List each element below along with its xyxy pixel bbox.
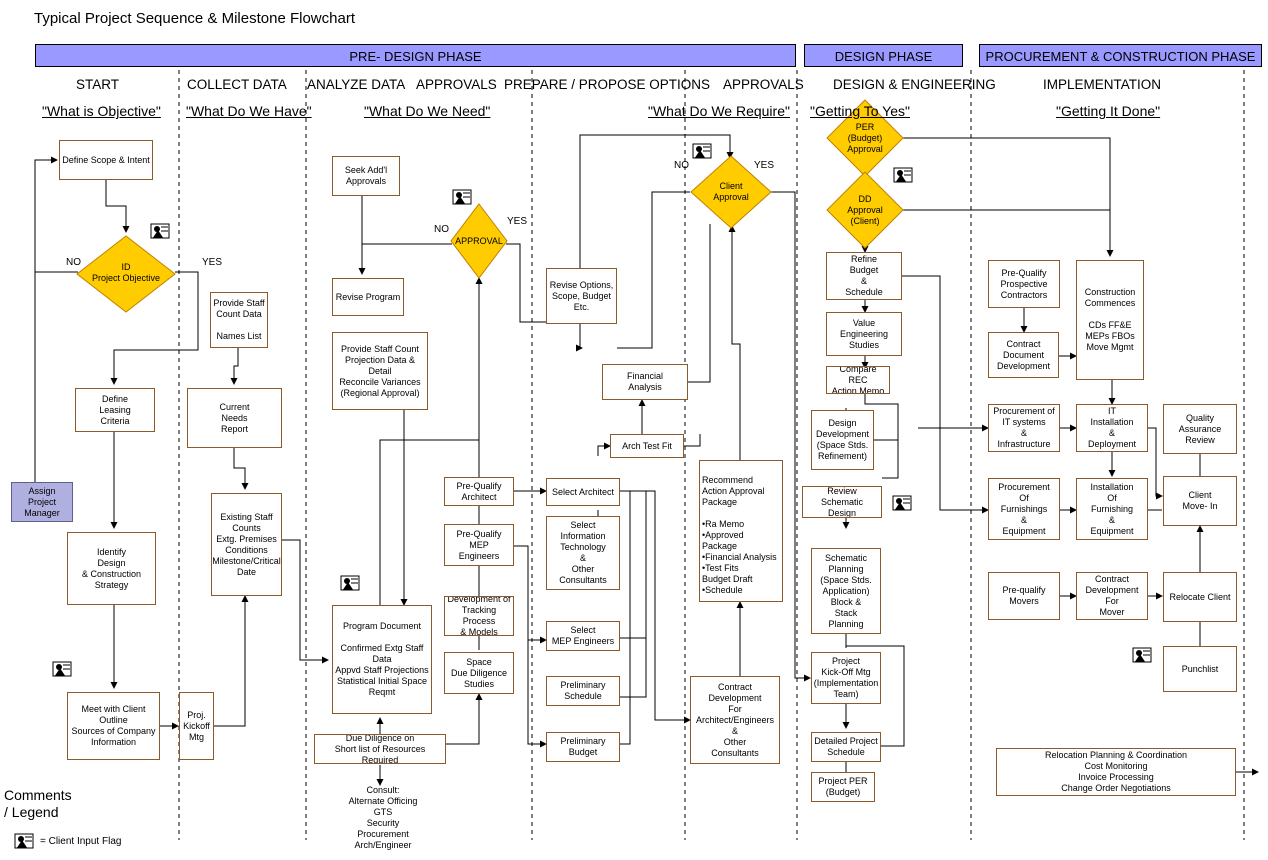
branch-yes-objective: YES bbox=[202, 257, 223, 268]
box-prequalify-movers: Pre-qualify Movers bbox=[988, 572, 1060, 620]
box-revise-options: Revise Options, Scope, Budget Etc. bbox=[546, 268, 617, 324]
decision-dd-approval: DD Approval (Client) bbox=[847, 193, 883, 226]
box-prelim-schedule: Preliminary Schedule bbox=[546, 676, 620, 706]
column-design-engineering: DESIGN & ENGINEERING bbox=[833, 77, 996, 92]
decision-client-approval: Client Approval bbox=[713, 181, 749, 202]
box-staff-projection: Provide Staff Count Projection Data & De… bbox=[332, 332, 428, 410]
box-prequalify-contractors: Pre-Qualify Prospective Contractors bbox=[988, 260, 1060, 308]
box-meet-client: Meet with Client Outline Sources of Comp… bbox=[67, 692, 160, 760]
legend-text: = Client Input Flag bbox=[40, 836, 122, 847]
decision-per-approval: PER (Budget) Approval bbox=[847, 121, 883, 154]
box-prelim-budget: Preliminary Budget bbox=[546, 732, 620, 762]
decision-id-objective: ID Project Objective bbox=[91, 262, 161, 283]
box-seek-approvals: Seek Add'l Approvals bbox=[332, 156, 400, 196]
branch-yes-approval: YES bbox=[507, 216, 528, 227]
box-schematic-planning: Schematic Planning (Space Stds. Applicat… bbox=[811, 548, 881, 634]
decision-approval: APPROVAL bbox=[455, 235, 503, 246]
box-prequalify-mep: Pre-Qualify MEP Engineers bbox=[444, 524, 514, 566]
box-refine-budget: Refine Budget & Schedule bbox=[826, 252, 902, 300]
box-compare-rec: Compare REC Action Memo bbox=[826, 366, 890, 394]
box-tracking-process: Development of Tracking Process & Models bbox=[444, 596, 514, 636]
quote-what-we-have: "What Do We Have" bbox=[186, 103, 312, 119]
connector-lines bbox=[34, 134, 1259, 786]
branch-no-approval: NO bbox=[434, 224, 449, 235]
legend-client-flag-icon bbox=[14, 833, 34, 849]
box-define-scope: Define Scope & Intent bbox=[59, 140, 153, 180]
box-procurement-furnishings: Procurement Of Furnishings & Equipment bbox=[988, 478, 1060, 540]
decision-diamonds bbox=[76, 99, 904, 313]
box-project-kickoff: Project Kick-Off Mtg (Implementation Tea… bbox=[811, 652, 881, 704]
box-program-document: Program Document Confirmed Extg Staff Da… bbox=[332, 605, 432, 714]
box-financial-analysis: Financial Analysis bbox=[602, 364, 688, 400]
box-select-mep: Select MEP Engineers bbox=[546, 621, 620, 651]
box-quality-assurance: Quality Assurance Review bbox=[1163, 404, 1237, 454]
box-select-it: Select Information Technology & Other Co… bbox=[546, 516, 620, 590]
legend-title: Comments / Legend bbox=[4, 787, 72, 820]
box-relocation-planning: Relocation Planning & Coordination Cost … bbox=[996, 748, 1236, 796]
box-it-installation: IT Installation & Deployment bbox=[1076, 404, 1148, 452]
quote-objective: "What is Objective" bbox=[42, 103, 161, 119]
box-contract-mover: Contract Development For Mover bbox=[1076, 572, 1148, 620]
page-title: Typical Project Sequence & Milestone Flo… bbox=[34, 10, 355, 27]
box-review-schematic: Review Schematic Design bbox=[802, 486, 882, 518]
column-dividers bbox=[178, 70, 1245, 840]
box-project-per: Project PER (Budget) bbox=[811, 772, 875, 802]
box-prequalify-architect: Pre-Qualify Architect bbox=[444, 477, 514, 506]
box-identify-design: Identify Design & Construction Strategy bbox=[67, 532, 156, 605]
box-assign-pm: Assign Project Manager bbox=[11, 482, 73, 522]
column-analyze-data: ANALYZE DATA bbox=[307, 77, 406, 92]
column-prepare-options: PREPARE / PROPOSE OPTIONS bbox=[504, 77, 711, 92]
client-flag-icon bbox=[150, 223, 170, 239]
box-arch-test-fit: Arch Test Fit bbox=[610, 434, 684, 458]
box-construction-commences: Construction Commences CDs FF&E MEPs FBO… bbox=[1076, 260, 1144, 380]
quote-what-we-require: "What Do We Require" bbox=[648, 103, 790, 119]
box-client-movein: Client Move- In bbox=[1163, 476, 1237, 526]
client-flag-icon bbox=[452, 189, 472, 205]
branch-no-client: NO bbox=[674, 160, 689, 171]
box-space-due-diligence: Space Due Diligence Studies bbox=[444, 652, 514, 694]
box-procurement-it: Procurement of IT systems & Infrastructu… bbox=[988, 404, 1060, 452]
column-collect-data: COLLECT DATA bbox=[187, 77, 287, 92]
box-contract-dev-arch: Contract Development For Architect/Engin… bbox=[690, 676, 780, 764]
column-approvals: APPROVALS bbox=[416, 77, 497, 92]
client-flag-icon bbox=[52, 661, 72, 677]
box-detailed-schedule: Detailed Project Schedule bbox=[811, 732, 881, 762]
box-revise-program: Revise Program bbox=[332, 278, 404, 316]
box-current-needs: Current Needs Report bbox=[187, 388, 282, 448]
box-installation-furnishing: Installation Of Furnishing & Equipment bbox=[1076, 478, 1148, 540]
quote-getting-to-yes: "Getting To Yes" bbox=[810, 103, 910, 119]
box-due-diligence: Due Diligence on Short list of Resources… bbox=[314, 734, 446, 764]
box-existing-staff: Existing Staff Counts Extg. Premises Con… bbox=[211, 493, 282, 596]
consult-list: Consult: Alternate Officing GTS Security… bbox=[348, 785, 418, 850]
box-value-engineering: Value Engineering Studies bbox=[826, 312, 902, 356]
phase-bar-pre-design: PRE- DESIGN PHASE bbox=[35, 44, 796, 67]
branch-yes-client: YES bbox=[754, 160, 775, 171]
client-flag-icon bbox=[340, 575, 360, 591]
phase-bar-design: DESIGN PHASE bbox=[804, 44, 963, 67]
quote-getting-it-done: "Getting It Done" bbox=[1056, 103, 1161, 119]
branch-no-objective: NO bbox=[66, 257, 81, 268]
column-implementation: IMPLEMENTATION bbox=[1043, 77, 1162, 92]
box-proj-kickoff: Proj. Kickoff Mtg bbox=[179, 692, 214, 760]
phase-bar-procurement: PROCUREMENT & CONSTRUCTION PHASE bbox=[979, 44, 1262, 67]
box-contract-doc-dev: Contract Document Development bbox=[988, 332, 1059, 378]
quote-what-we-need: "What Do We Need" bbox=[364, 103, 491, 119]
box-provide-staff-count: Provide Staff Count Data Names List bbox=[210, 292, 268, 348]
column-approvals-2: APPROVALS bbox=[723, 77, 804, 92]
column-start: START bbox=[76, 77, 120, 92]
box-relocate-client: Relocate Client bbox=[1163, 572, 1237, 622]
box-punchlist: Punchlist bbox=[1163, 646, 1237, 692]
box-select-architect: Select Architect bbox=[546, 478, 620, 506]
client-flag-icon bbox=[692, 143, 712, 159]
box-define-leasing: Define Leasing Criteria bbox=[75, 388, 155, 432]
box-recommend-action: Recommend Action Approval Package •Ra Me… bbox=[699, 460, 783, 602]
client-flag-icon bbox=[1132, 647, 1152, 663]
client-flag-icon bbox=[893, 167, 913, 183]
box-design-development: Design Development (Space Stds. Refineme… bbox=[811, 410, 874, 470]
client-flag-icon bbox=[892, 495, 912, 511]
